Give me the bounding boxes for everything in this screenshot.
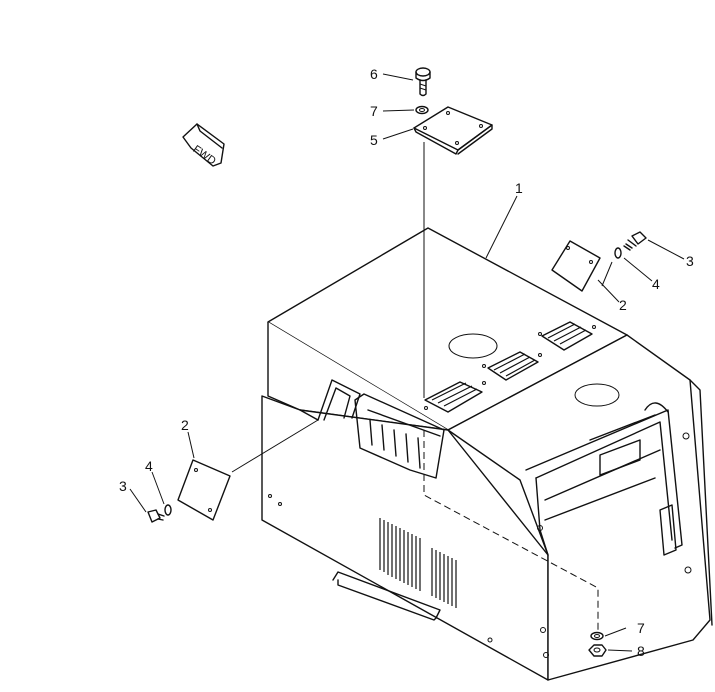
nut-8-icon xyxy=(588,644,607,657)
bolt-3-left-icon xyxy=(147,509,165,523)
callout-1: 1 xyxy=(515,180,523,196)
side-vent-right xyxy=(431,548,457,608)
washer-7-top-icon xyxy=(415,105,429,115)
callout-2-left: 2 xyxy=(181,417,189,433)
leader-lines xyxy=(129,73,685,652)
side-vent-left xyxy=(379,518,421,591)
washer-4-right-icon xyxy=(614,247,622,259)
washer-4-left-icon xyxy=(164,504,172,516)
callout-3-right: 3 xyxy=(686,253,694,269)
callout-4-left: 4 xyxy=(145,458,153,474)
callout-4-right: 4 xyxy=(652,276,660,292)
top-vent-1 xyxy=(424,381,486,413)
bolt-6-icon xyxy=(415,67,431,97)
callout-7-top: 7 xyxy=(370,103,378,119)
fwd-arrow-icon: FWD xyxy=(182,123,225,168)
callout-5: 5 xyxy=(370,132,378,148)
engine-hood-cover xyxy=(261,227,713,681)
top-vent-2 xyxy=(482,351,542,381)
callout-8: 8 xyxy=(637,643,645,659)
washer-7-bottom-icon xyxy=(590,631,604,641)
bolt-3-right-icon xyxy=(623,231,647,251)
callout-7-bottom: 7 xyxy=(637,620,645,636)
callout-3-left: 3 xyxy=(119,478,127,494)
top-vent-3 xyxy=(538,321,596,351)
callout-6: 6 xyxy=(370,66,378,82)
inspection-cover xyxy=(413,106,493,155)
side-plate-left xyxy=(177,459,231,521)
assembly-lines xyxy=(231,142,613,630)
callout-2-right: 2 xyxy=(619,297,627,313)
side-plate-right xyxy=(551,240,601,292)
